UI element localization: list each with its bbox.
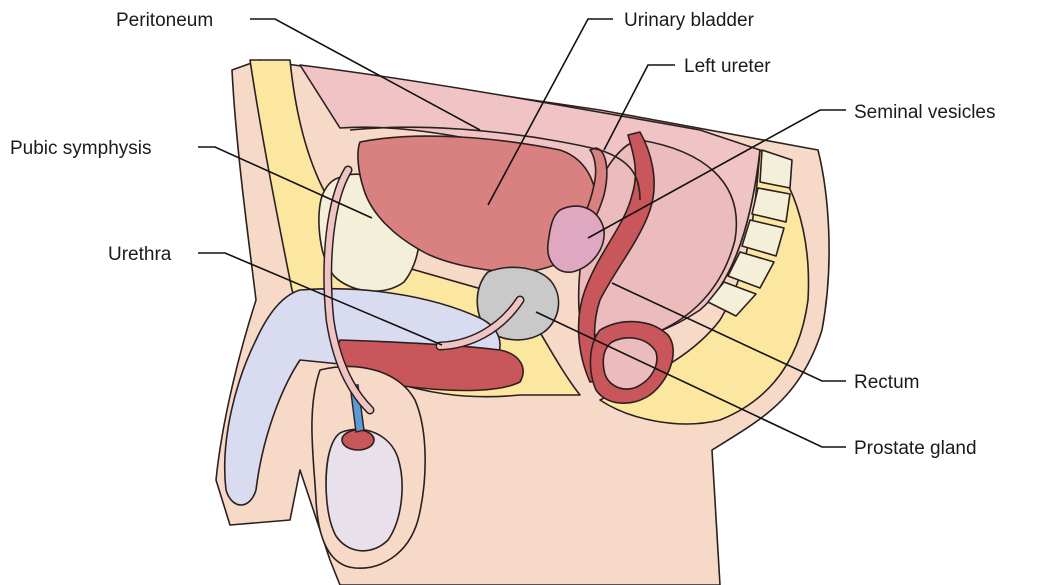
label-urinary-bladder: Urinary bladder — [624, 10, 755, 31]
label-left-ureter: Left ureter — [684, 56, 771, 77]
label-seminal-vesicles: Seminal vesicles — [854, 102, 996, 123]
epididymis — [342, 430, 374, 450]
label-prostate-gland: Prostate gland — [854, 438, 977, 459]
label-rectum: Rectum — [854, 372, 919, 393]
label-urethra: Urethra — [108, 244, 172, 265]
label-pubic-symphysis: Pubic symphysis — [10, 138, 152, 159]
label-peritoneum: Peritoneum — [116, 10, 213, 31]
